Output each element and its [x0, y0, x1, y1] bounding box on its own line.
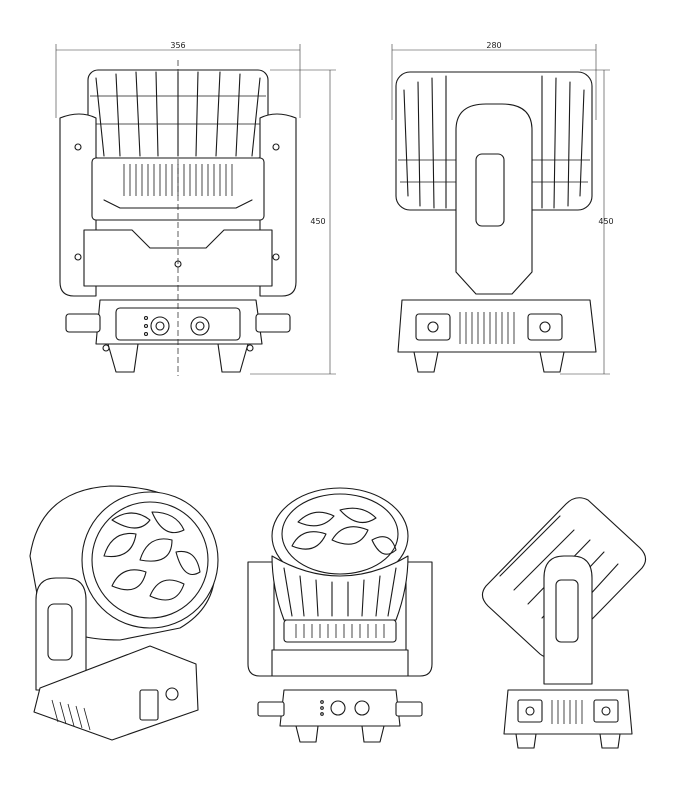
side-view — [395, 71, 597, 373]
front-height-label: 450 — [310, 217, 325, 226]
front-height-dimension: 450 — [250, 69, 336, 375]
perspective-left — [29, 485, 219, 741]
front-width-dimension: 356 — [55, 41, 301, 118]
perspective-front — [247, 487, 433, 743]
front-width-label: 356 — [170, 41, 185, 50]
side-height-label: 450 — [598, 217, 613, 226]
side-width-label: 280 — [486, 41, 501, 50]
front-view — [59, 60, 297, 376]
perspective-side-tilted — [481, 497, 647, 749]
side-width-dimension: 280 — [391, 41, 597, 120]
side-height-dimension: 450 — [560, 69, 614, 375]
